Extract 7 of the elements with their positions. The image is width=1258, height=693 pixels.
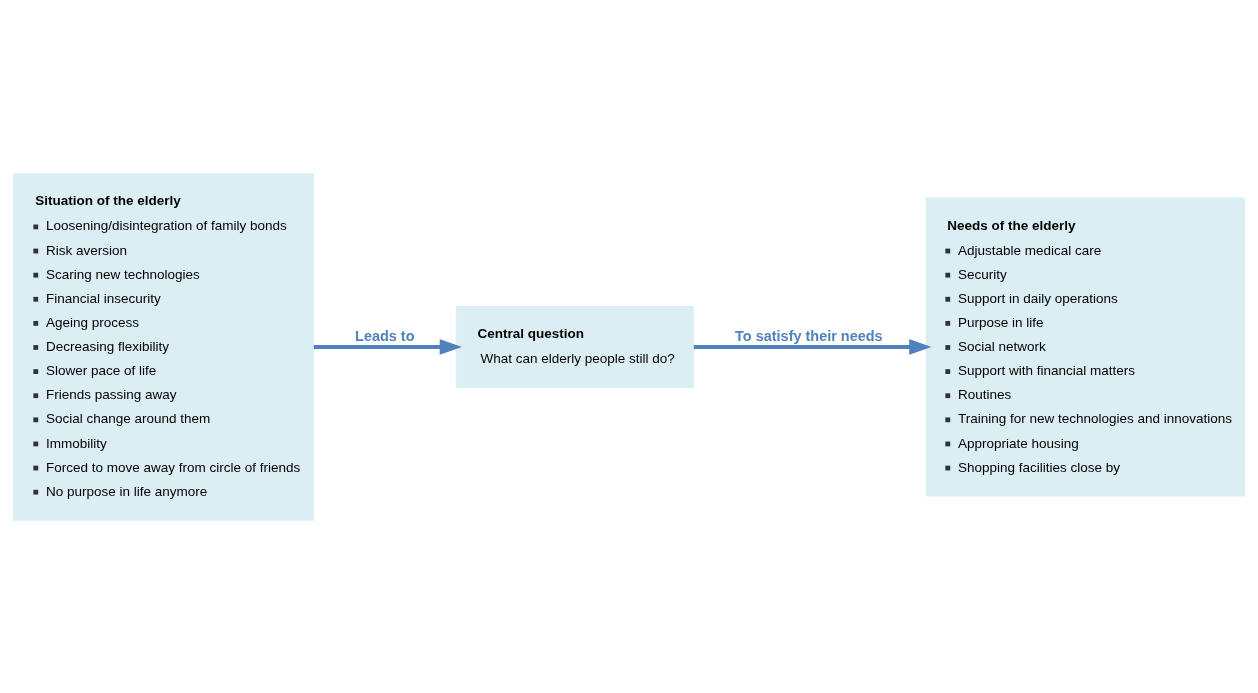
arrow [693,338,932,355]
edge-label: To satisfy their needs [735,327,883,344]
node-box: Central question What can elderly people still do? [455,305,695,388]
arrow [313,338,462,355]
edge-label: Leads to [355,327,415,344]
node-box: Needs of the elderly Adjustable medical care Security Support in daily operations Purpose in life Social network Support with financial matters Routines Training for new technologies and innovations Appropriate housing Shopping facilities close by [925,197,1245,496]
node-box: Situation of the elderly Loosening/disintegration of family bonds Risk aversion Scaring new technologies Financial insecurity Ageing process Decreasing flexibility Slower pace of life Friends passing away Social change around them Immobility Forced to move away from circle of friends No purpose in life anymore [13,172,315,521]
